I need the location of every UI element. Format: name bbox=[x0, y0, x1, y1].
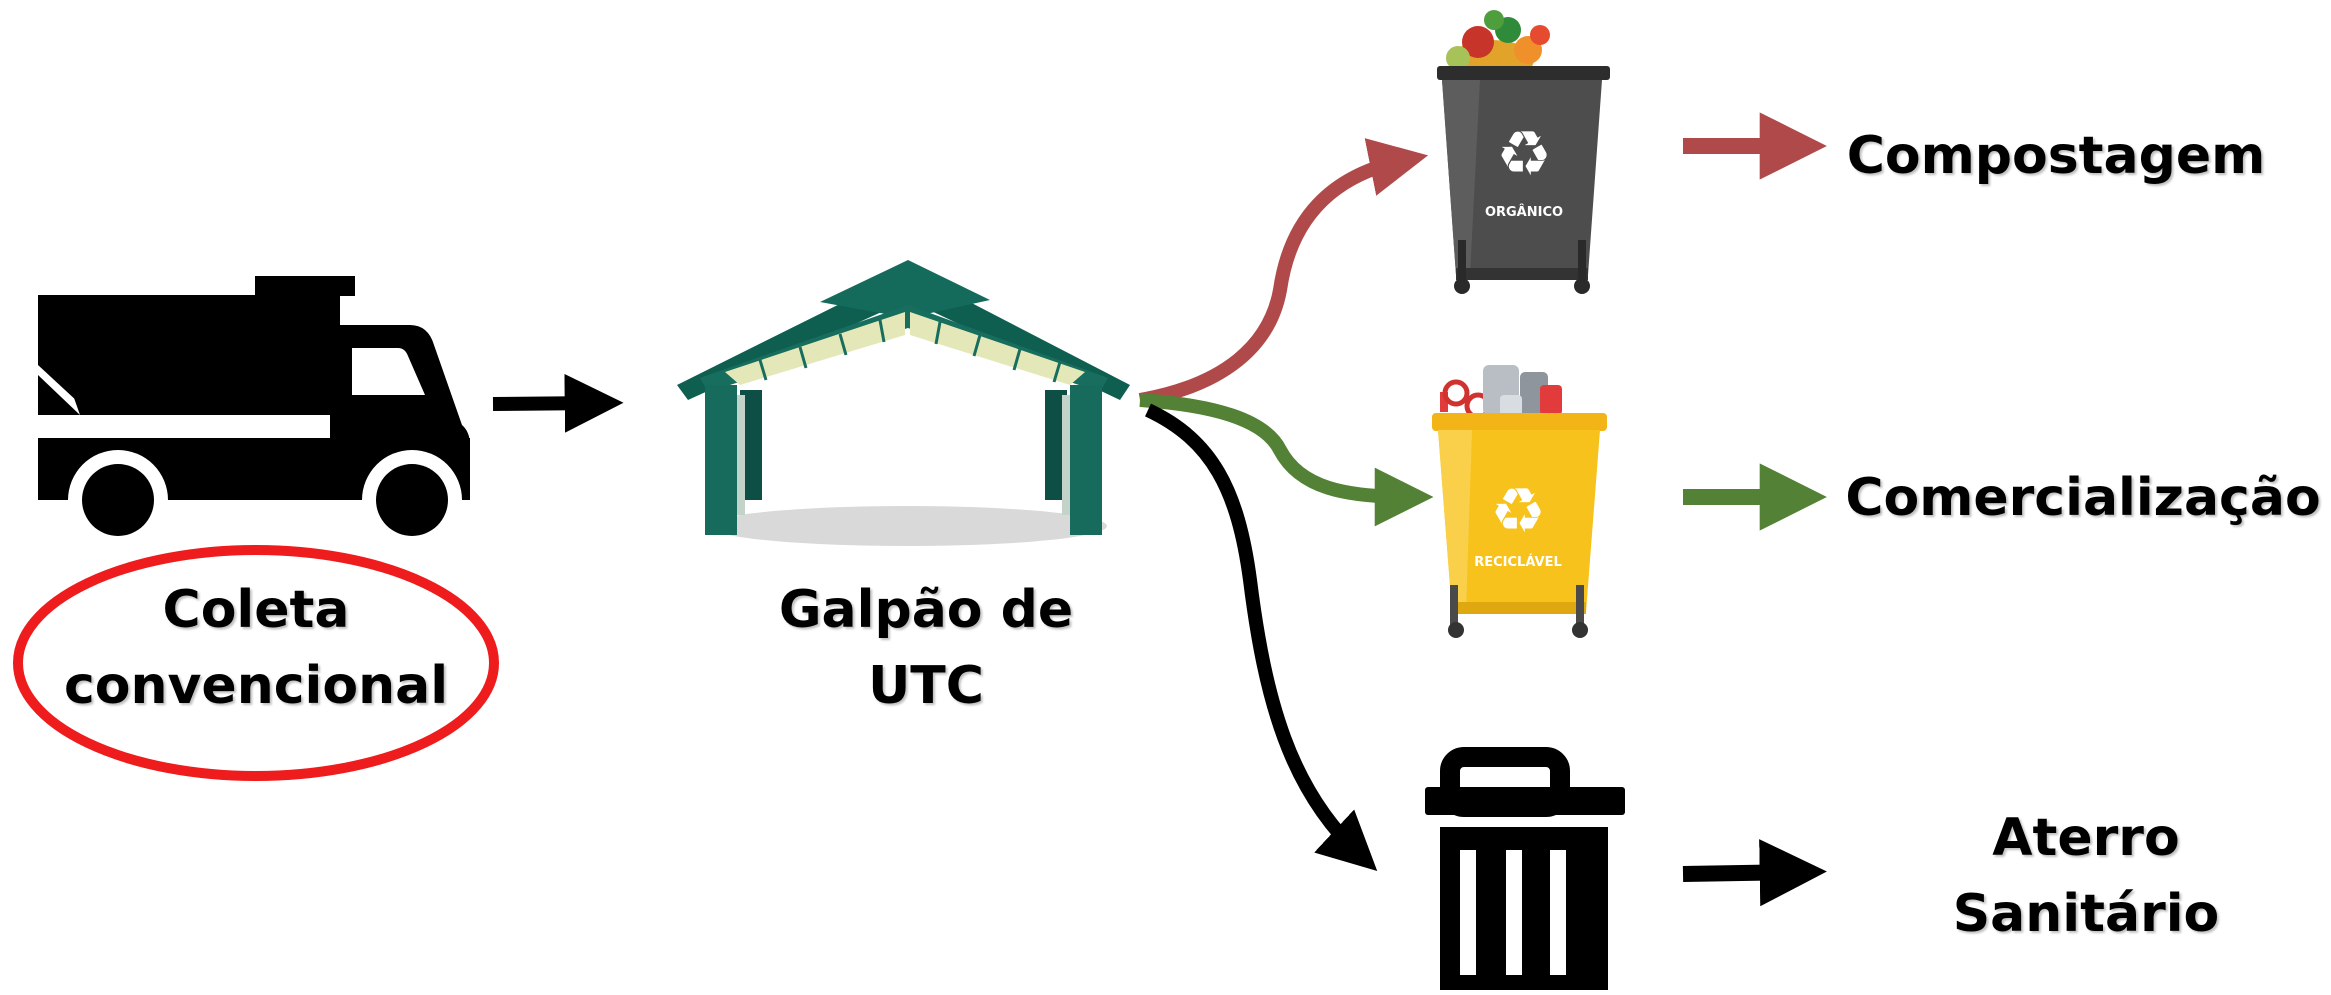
arrow-shed-to-organic bbox=[1138, 138, 1429, 407]
arrow-truck-to-shed bbox=[492, 373, 624, 433]
recycling-bin-icon: ♻ RECICLÁVEL bbox=[1432, 365, 1607, 638]
trash-can-icon bbox=[1425, 747, 1625, 990]
highlight-ellipse bbox=[13, 545, 499, 781]
recycle-symbol-icon: ♻ bbox=[1490, 474, 1546, 547]
recyclable-bin-text: RECICLÁVEL bbox=[1474, 554, 1562, 570]
landfill-label: Aterro Sanitário bbox=[1886, 800, 2286, 952]
shed-label: Galpão de UTC bbox=[726, 572, 1126, 724]
recycle-symbol-icon: ♻ bbox=[1496, 117, 1552, 190]
landfill-label-line-2: Sanitário bbox=[1952, 884, 2220, 944]
collection-label-line-2: convencional bbox=[63, 656, 449, 716]
compostagem-label: Compostagem bbox=[1846, 126, 2266, 186]
shed-label-line-1: Galpão de bbox=[778, 580, 1074, 640]
arrow-shed-to-landfill bbox=[1145, 403, 1378, 872]
arrow-shed-to-recyclable bbox=[1139, 393, 1434, 527]
dump-truck-icon bbox=[38, 276, 470, 550]
collection-label-line-1: Coleta bbox=[162, 580, 350, 640]
organic-bin-text: ORGÂNICO bbox=[1485, 204, 1563, 220]
comercializacao-label: Comercialização bbox=[1845, 468, 2321, 528]
collection-label: Coleta convencional bbox=[56, 572, 456, 724]
arrow-to-aterro bbox=[1682, 839, 1827, 907]
landfill-label-line-1: Aterro bbox=[1992, 808, 2180, 868]
shed-label-line-2: UTC bbox=[868, 656, 984, 716]
shed-building-icon bbox=[677, 260, 1130, 546]
organic-bin-icon: ♻ ORGÂNICO bbox=[1437, 10, 1610, 294]
